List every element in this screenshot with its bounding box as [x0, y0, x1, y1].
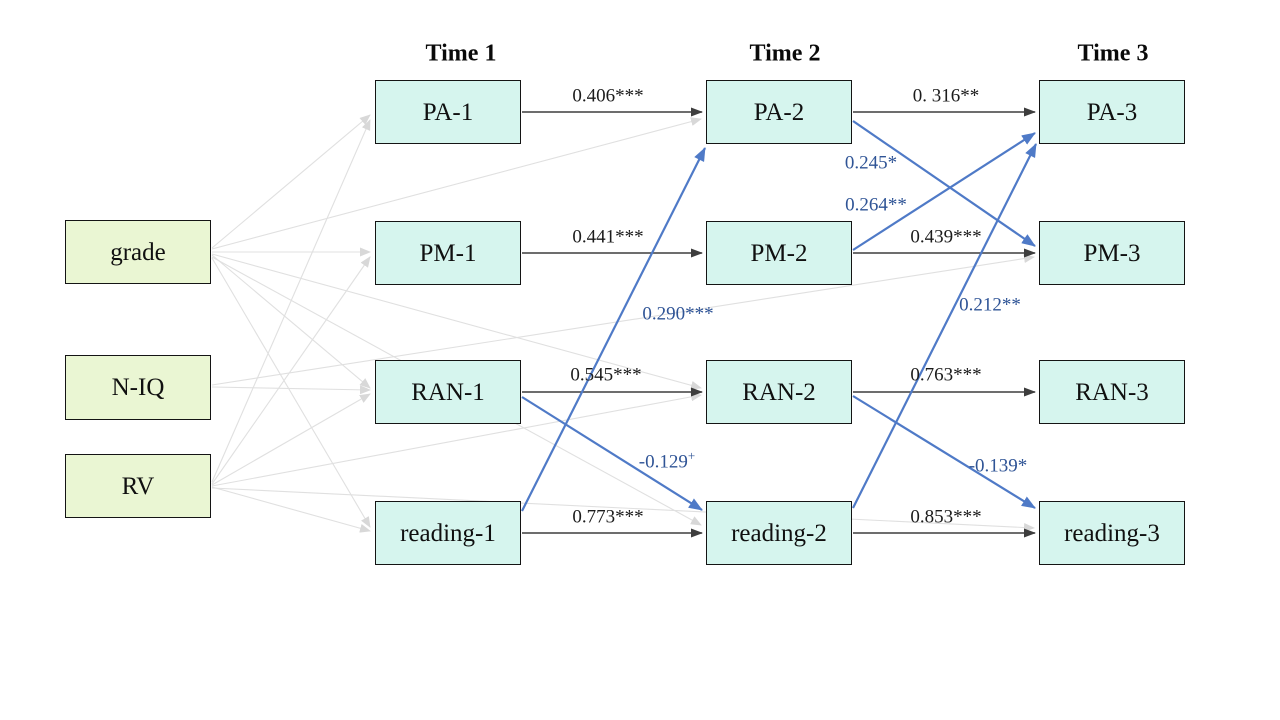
node-label: PA-1	[422, 98, 474, 126]
node-label: PA-2	[753, 98, 805, 126]
edge-line-pm2-pa3	[852, 132, 1036, 251]
edge-line-niq-ran1	[211, 385, 371, 395]
node-label: RAN-3	[1075, 378, 1149, 406]
coefficient-value: 0.545***	[570, 364, 642, 386]
coefficient-value: 0.773***	[572, 506, 644, 528]
node-label: reading-3	[1064, 519, 1160, 547]
coefficient-value: 0.853***	[910, 506, 982, 528]
coefficient-value: 0.245*	[844, 152, 898, 174]
edge-label-pm2-pa3: 0.264**	[845, 196, 907, 215]
coefficient-value: 0.290***	[642, 303, 714, 325]
node-ran3: RAN-3	[1039, 360, 1185, 424]
node-label: RAN-1	[411, 378, 485, 406]
node-pa1: PA-1	[375, 80, 521, 144]
node-read2: reading-2	[706, 501, 852, 565]
coefficient-value: 0.406***	[572, 85, 644, 107]
edge-line-ran1-read2	[521, 396, 703, 511]
edge-label-ran1-read2: -0.129+	[638, 449, 695, 473]
node-label: reading-1	[400, 519, 496, 547]
node-ran1: RAN-1	[375, 360, 521, 424]
node-ran2: RAN-2	[706, 360, 852, 424]
edge-label-read1-read2: 0.773***	[572, 508, 643, 527]
node-grade: grade	[65, 220, 211, 284]
node-label: PA-3	[1086, 98, 1138, 126]
edge-label-ran1-ran2: 0.545***	[570, 366, 641, 385]
edge-line-grade-ran1	[211, 254, 371, 389]
coefficient-value: 0.439***	[910, 226, 982, 248]
coefficient-value: 0.264**	[845, 194, 907, 216]
node-label: RV	[121, 472, 155, 500]
edge-line-rv-pm1	[211, 256, 371, 485]
node-rv: RV	[65, 454, 211, 518]
edge-line-rv-pa1	[211, 119, 371, 483]
edge-line-rv-read1	[211, 486, 371, 533]
node-read3: reading-3	[1039, 501, 1185, 565]
edge-line-pa2-pm3	[852, 120, 1036, 247]
edge-label-read2-pa3: 0.212**	[959, 296, 1021, 315]
edge-line-rv-ran2	[211, 392, 702, 487]
node-pm3: PM-3	[1039, 221, 1185, 285]
edge-label-pa2-pa3: 0. 316**	[913, 87, 980, 106]
edge-line-grade-pa2	[211, 117, 702, 250]
edge-label-pa1-pa2: 0.406***	[572, 87, 643, 106]
edge-line-ran2-read3	[852, 395, 1036, 509]
node-label: N-IQ	[111, 374, 165, 401]
node-niq: N-IQ	[65, 355, 211, 420]
coefficient-superscript: +	[687, 448, 696, 464]
edge-label-read2-read3: 0.853***	[910, 508, 981, 527]
edge-label-read1-pa2: 0.290***	[642, 305, 713, 324]
node-pa3: PA-3	[1039, 80, 1185, 144]
node-label: PM-1	[419, 239, 477, 267]
column-header-3: Time 3	[1077, 40, 1149, 67]
edge-line-niq-pm3	[211, 254, 1035, 386]
node-label: grade	[110, 238, 166, 266]
node-pa2: PA-2	[706, 80, 852, 144]
node-label: RAN-2	[742, 378, 816, 406]
edge-label-pa2-pm3: 0.245*	[845, 154, 897, 173]
coefficient-value: -0.129	[638, 451, 688, 473]
edge-label-ran2-ran3: 0.763***	[910, 366, 981, 385]
edge-line-grade-pa1	[211, 114, 371, 249]
edge-line-read1-pa2	[521, 147, 706, 512]
column-header-2: Time 2	[749, 40, 821, 67]
node-pm2: PM-2	[706, 221, 852, 285]
coefficient-value: 0.763***	[910, 364, 982, 386]
edge-label-pm1-pm2: 0.441***	[572, 228, 643, 247]
edge-line-rv-ran1	[211, 393, 371, 486]
node-label: PM-2	[750, 239, 808, 267]
coefficient-value: 0. 316**	[912, 85, 980, 107]
coefficient-value: 0.441***	[572, 226, 644, 248]
column-header-1: Time 1	[425, 40, 497, 67]
edge-line-grade-read1	[211, 257, 371, 528]
coefficient-value: 0.212**	[959, 294, 1021, 316]
edge-line-grade-ran2	[211, 253, 702, 390]
coefficient-value: -0.139*	[968, 455, 1028, 477]
edge-label-ran2-read3: -0.139*	[969, 457, 1028, 476]
node-label: PM-3	[1083, 239, 1141, 267]
edge-label-pm2-pm3: 0.439***	[910, 228, 981, 247]
node-read1: reading-1	[375, 501, 521, 565]
edge-line-rv-read3	[211, 487, 1035, 533]
edge-line-read2-pa3	[852, 143, 1037, 509]
node-pm1: PM-1	[375, 221, 521, 285]
node-label: reading-2	[731, 519, 827, 547]
